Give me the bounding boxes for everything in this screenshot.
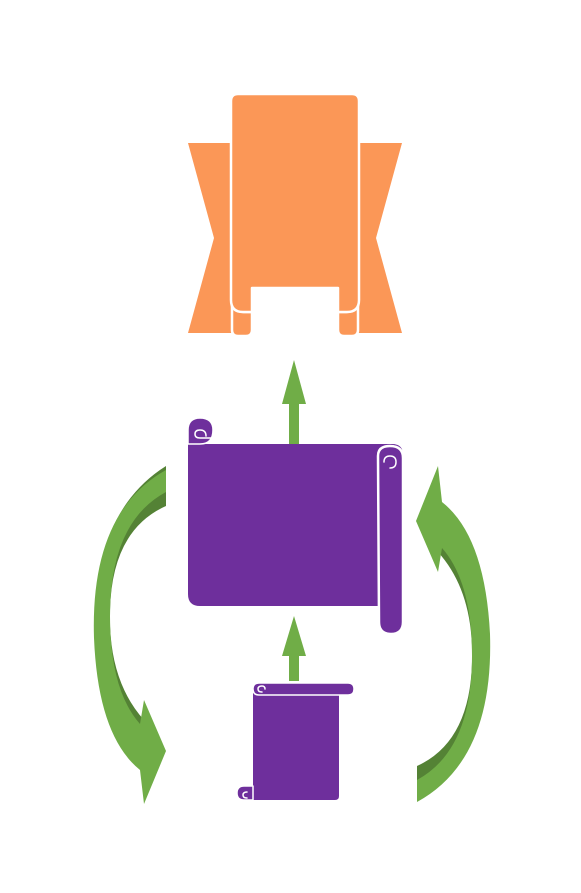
curved-arrow-left xyxy=(93,466,166,804)
small-scroll-top-roll-spiral xyxy=(257,685,266,693)
arrow-large-scroll-to-banner xyxy=(282,360,306,444)
curved-arrow-right-body xyxy=(416,466,491,802)
curved-arrow-left-body xyxy=(93,470,166,804)
ribbon-right-tail xyxy=(358,143,402,333)
large-scroll-right-roll xyxy=(376,444,405,636)
small-scroll-top-roll xyxy=(252,682,355,696)
curved-arrow-right xyxy=(416,466,491,802)
small-scroll xyxy=(236,682,355,801)
large-scroll-top-curl xyxy=(187,417,214,445)
large-scroll-top-curl-spiral xyxy=(194,429,213,439)
small-scroll-sheet xyxy=(253,693,339,800)
arrow-small-scroll-to-large-scroll xyxy=(282,616,306,681)
ribbon-center-body xyxy=(229,92,361,314)
large-scroll-right-roll-spiral xyxy=(383,455,397,469)
large-scroll-sheet xyxy=(188,444,403,606)
ribbon-left-tail xyxy=(188,143,232,333)
large-scroll xyxy=(187,417,405,636)
small-scroll-bottom-curl-spiral xyxy=(242,791,248,799)
ribbon-banner xyxy=(188,92,402,338)
